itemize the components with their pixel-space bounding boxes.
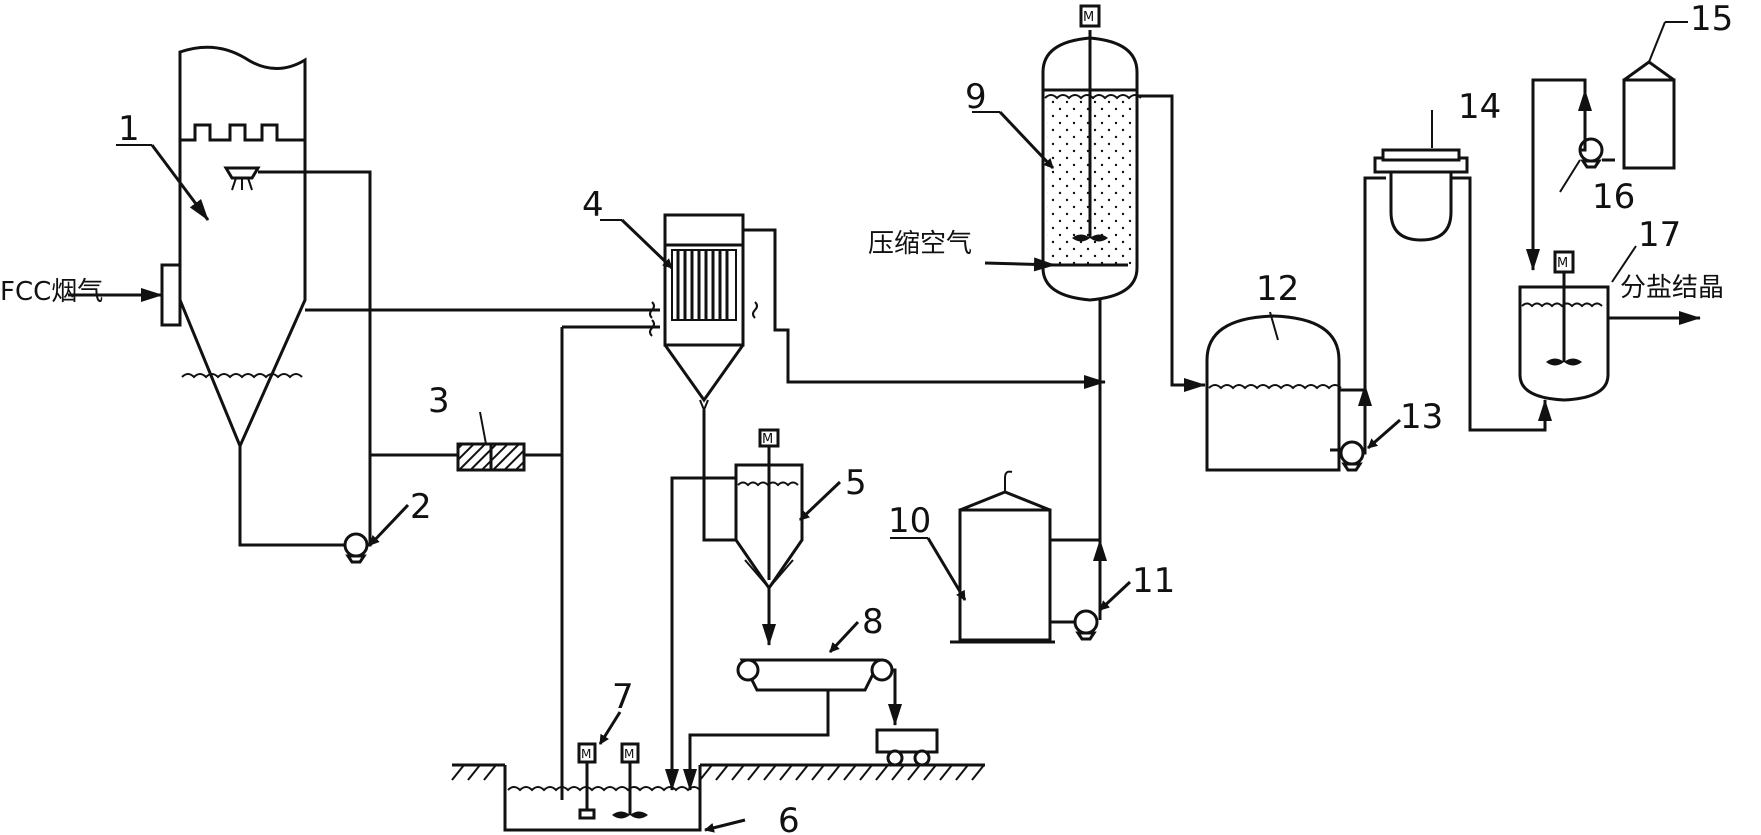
motor-17-symbol: M <box>1557 256 1568 271</box>
crystallizer-17: M <box>1518 250 1610 402</box>
motor-sump-symbol: M <box>624 747 634 761</box>
membrane-unit-14 <box>1373 148 1469 242</box>
motor-5-symbol: M <box>762 432 773 447</box>
label-16: 16 <box>1592 177 1635 217</box>
label-12: 12 <box>1256 269 1299 309</box>
sump-6 <box>503 765 702 832</box>
leader-15 <box>1648 21 1666 63</box>
label-11: 11 <box>1132 561 1175 601</box>
motor-9-symbol: M <box>1083 10 1094 25</box>
fcc-flue-gas-label: FCC烟气 <box>0 277 103 307</box>
salt-crystallization-label: 分盐结晶 <box>1620 273 1724 303</box>
leader-4-arrow <box>620 218 674 270</box>
leader-11 <box>1098 580 1132 612</box>
pump-2 <box>343 532 369 564</box>
label-8: 8 <box>862 602 884 642</box>
label-4: 4 <box>582 185 604 225</box>
sump-mixer: M <box>612 742 648 819</box>
oxidation-tank-9: M <box>1041 4 1142 302</box>
label-1: 1 <box>118 109 140 149</box>
filter-3 <box>456 442 526 472</box>
label-2: 2 <box>410 487 432 527</box>
leader-16 <box>1559 159 1581 193</box>
leader-10-arrow <box>926 537 967 601</box>
compressed-air-arrow <box>984 257 1056 272</box>
compressed-air-label: 压缩空气 <box>868 229 972 259</box>
leader-6 <box>704 818 746 833</box>
label-7: 7 <box>612 677 634 717</box>
leader-2 <box>368 503 410 547</box>
leader-1-arrow <box>150 144 210 221</box>
wesp-drain-line <box>702 410 735 542</box>
storage-tank-12 <box>1205 314 1342 472</box>
label-10: 10 <box>888 501 931 541</box>
membrane-to-crystallizer-line <box>1451 176 1552 432</box>
label-15: 15 <box>1690 0 1733 39</box>
label-17: 17 <box>1638 215 1681 255</box>
silo-15 <box>1622 60 1676 170</box>
lime-tank-10 <box>950 470 1055 644</box>
leader-7 <box>598 711 622 745</box>
leader-3 <box>479 411 487 445</box>
sump-agitator-7: M <box>577 742 597 820</box>
belt-filter-8 <box>736 658 894 692</box>
recirculation-line <box>258 170 372 547</box>
wet-esp-4 <box>649 213 758 413</box>
wesp-gas-out-line <box>743 228 1106 389</box>
recycle-to-crystallizer-line <box>1526 78 1587 271</box>
cake-discharge-arrow <box>888 668 902 726</box>
pump-11 <box>1073 609 1099 641</box>
leader-5 <box>798 480 842 522</box>
label-13: 13 <box>1400 397 1443 437</box>
thickener-overflow-line <box>665 476 736 791</box>
leader-13 <box>1367 418 1401 450</box>
pump-16 <box>1578 137 1604 169</box>
filtrate-return-line <box>683 690 830 791</box>
leader-12 <box>1269 311 1279 341</box>
label-9: 9 <box>965 77 987 117</box>
leader-17 <box>1611 245 1637 283</box>
thickener-5: M <box>734 428 804 591</box>
label-5: 5 <box>845 463 867 503</box>
cart <box>875 728 939 767</box>
tank9-to-tank12-line <box>1137 94 1206 392</box>
tower-bottom-line <box>238 446 345 547</box>
label-14: 14 <box>1458 87 1501 127</box>
pump-13 <box>1339 440 1365 472</box>
ground-line <box>451 763 985 781</box>
scrubber-tower <box>160 45 307 450</box>
leader-9-arrow <box>998 110 1055 170</box>
motor-7-symbol: M <box>581 747 591 761</box>
leader-8 <box>828 620 860 654</box>
label-6: 6 <box>778 801 800 835</box>
label-3: 3 <box>428 381 450 421</box>
